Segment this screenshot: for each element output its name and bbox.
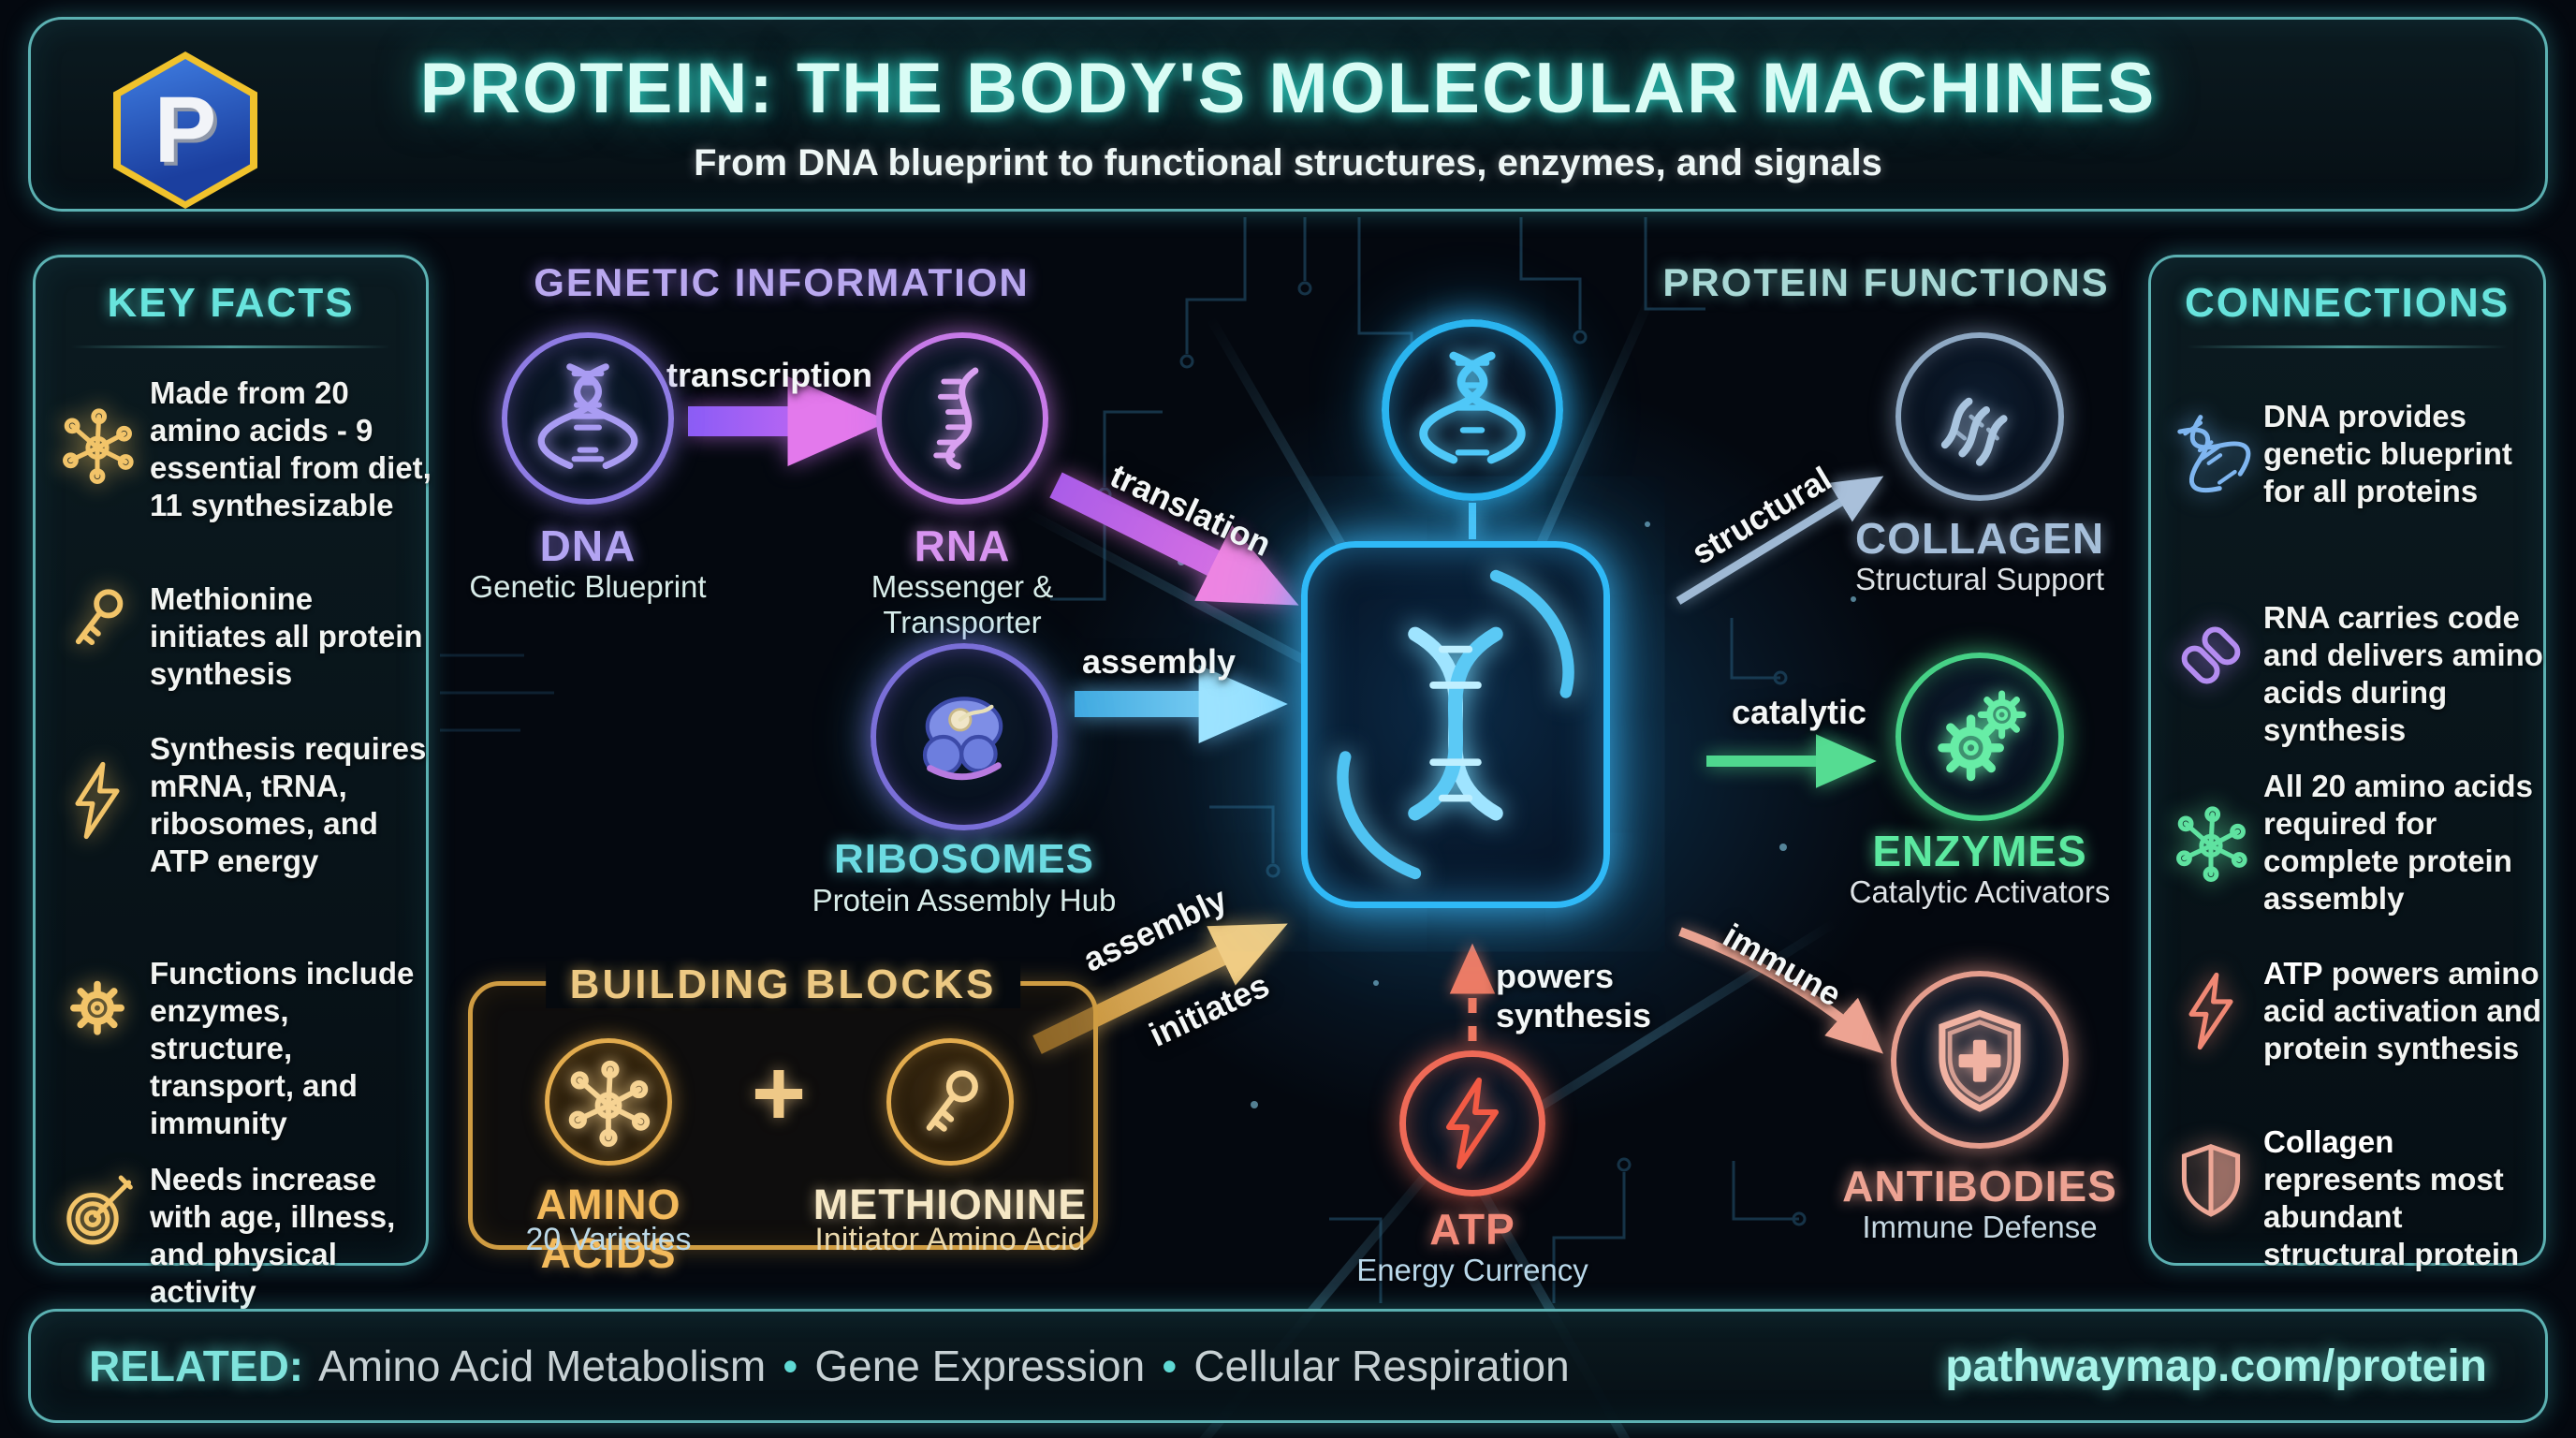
immune-label: immune (1717, 916, 1849, 1014)
dna-emblem-node (1382, 319, 1563, 501)
fact-text: Needs increase with age, illness, and ph… (150, 1162, 396, 1309)
chain-icon (2172, 616, 2250, 695)
dna-icon (2172, 415, 2251, 493)
collagen-icon (1925, 362, 2034, 471)
connection-text: Collagen represents most abundant struct… (2263, 1124, 2520, 1271)
ribosomes-title: RIBOSOMES (834, 836, 1094, 882)
dna-title: DNA (539, 521, 637, 570)
lightning-icon (1426, 1077, 1519, 1170)
plus-sign: + (751, 1041, 807, 1146)
ribosomes-node (871, 643, 1058, 830)
logo-hexagon: P (121, 59, 250, 201)
related-label: RELATED: (89, 1342, 304, 1390)
collagen-subtitle: Structural Support (1855, 562, 2104, 596)
protein-functions-header: PROTEIN FUNCTIONS (1662, 260, 2110, 304)
connection-text: DNA provides genetic blueprint for all p… (2263, 399, 2512, 508)
key-facts-title: KEY FACTS (107, 280, 355, 326)
protein-core-node (1301, 541, 1610, 908)
gear-icon (58, 967, 137, 1046)
page-title: PROTEIN: THE BODY'S MOLECULAR MACHINES (419, 49, 2157, 128)
lightning-icon (58, 761, 137, 840)
rna-node (876, 332, 1048, 505)
methionine-node (886, 1038, 1014, 1166)
atp-subtitle: Energy Currency (1356, 1253, 1588, 1287)
dna-icon (532, 362, 644, 475)
amino-acids-subtitle: 20 Varieties (525, 1222, 692, 1257)
connections-panel: CONNECTIONS DNA provides genetic bluepri… (2148, 255, 2546, 1271)
key-icon (907, 1059, 993, 1145)
genetic-information-header: GENETIC INFORMATION (534, 260, 1030, 304)
ribosome-icon (899, 671, 1030, 802)
related-item[interactable]: Amino Acid Metabolism (318, 1342, 767, 1390)
dna-icon (1413, 351, 1531, 469)
logo-letter: P (154, 77, 217, 183)
amino-acids-node (545, 1038, 672, 1166)
connection-lead: Collagen (2263, 1124, 2394, 1159)
molecule-icon (2172, 803, 2250, 882)
shield-cross-icon (1925, 1005, 2035, 1115)
atp-title: ATP (1429, 1205, 1515, 1254)
shield-icon (2172, 1140, 2250, 1219)
antibodies-node (1891, 971, 2069, 1149)
related-item[interactable]: Cellular Respiration (1193, 1342, 1570, 1390)
initiates-label: initiates (1143, 965, 1276, 1054)
building-blocks-title: BUILDING BLOCKS (545, 961, 1021, 1008)
protein-helix-icon (1308, 548, 1603, 902)
catalytic-label: catalytic (1731, 693, 1867, 731)
building-blocks-panel: BUILDING BLOCKS + AMINO ACIDS 20 Varieti… (468, 961, 1098, 1277)
key-icon (58, 579, 137, 657)
connection-text: RNA carries code and delivers amino acid… (2263, 600, 2543, 747)
header-bar: P PROTEIN: THE BODY'S MOLECULAR MACHINES… (28, 17, 2548, 212)
methionine-subtitle: Initiator Amino Acid (814, 1222, 1086, 1257)
molecule-icon (564, 1057, 653, 1147)
enzymes-title: ENZYMES (1872, 827, 2087, 875)
connection-lead: ATP (2263, 956, 2323, 990)
fact-text: Made from 20 amino acids - 9 essential f… (150, 375, 432, 522)
collagen-node (1895, 332, 2064, 501)
assembly-label: assembly (1081, 642, 1237, 681)
divider (2186, 345, 2509, 348)
site-url[interactable]: pathwaymap.com/protein (1945, 1341, 2487, 1391)
ribosomes-subtitle: Protein Assembly Hub (812, 883, 1117, 917)
key-facts-panel: KEY FACTS Made from 20 amino acids - 9 e… (33, 255, 432, 1309)
target-icon (58, 1173, 137, 1252)
collagen-title: COLLAGEN (1854, 514, 2105, 563)
connection-text: ATP powers amino acid activation and pro… (2263, 956, 2542, 1065)
related-item[interactable]: Gene Expression (814, 1342, 1146, 1390)
atp-node (1399, 1050, 1545, 1196)
fact-text: Synthesis requires mRNA, tRNA, ribosomes… (150, 731, 427, 878)
connections-title: CONNECTIONS (2184, 280, 2510, 326)
rna-title: RNA (914, 521, 1011, 570)
divider (70, 345, 391, 348)
bullet: • (783, 1342, 798, 1390)
bullet: • (1162, 1342, 1178, 1390)
related-topics: RELATED: Amino Acid Metabolism • Gene Expre… (89, 1341, 1570, 1391)
lightning-icon (2172, 972, 2250, 1050)
dna-subtitle: Genetic Blueprint (469, 569, 707, 604)
page-subtitle: From DNA blueprint to functional structu… (694, 142, 1882, 183)
rna-subtitle: Messenger & Transporter (871, 569, 1054, 639)
connection-text: All 20 amino acids required for complete… (2263, 769, 2533, 916)
antibodies-title: ANTIBODIES (1842, 1162, 2117, 1211)
fact-text: Methionine initiates all protein synthes… (150, 581, 423, 691)
gears-icon (1925, 682, 2035, 792)
fact-text: Functions include enzymes, structure, tr… (150, 956, 415, 1140)
powers-synthesis-label: powers synthesis (1496, 957, 1652, 1034)
dna-node (502, 332, 674, 505)
antibodies-subtitle: Immune Defense (1862, 1210, 2098, 1244)
amino-acids-title: AMINO ACIDS (535, 1181, 681, 1277)
enzymes-node (1895, 653, 2064, 821)
transcription-label: transcription (666, 356, 873, 394)
rna-icon (908, 364, 1017, 473)
methionine-title: METHIONINE (812, 1181, 1088, 1228)
enzymes-subtitle: Catalytic Activators (1849, 874, 2111, 909)
footer-bar: RELATED: Amino Acid Metabolism • Gene Expre… (28, 1309, 2548, 1423)
molecule-icon (58, 405, 137, 484)
